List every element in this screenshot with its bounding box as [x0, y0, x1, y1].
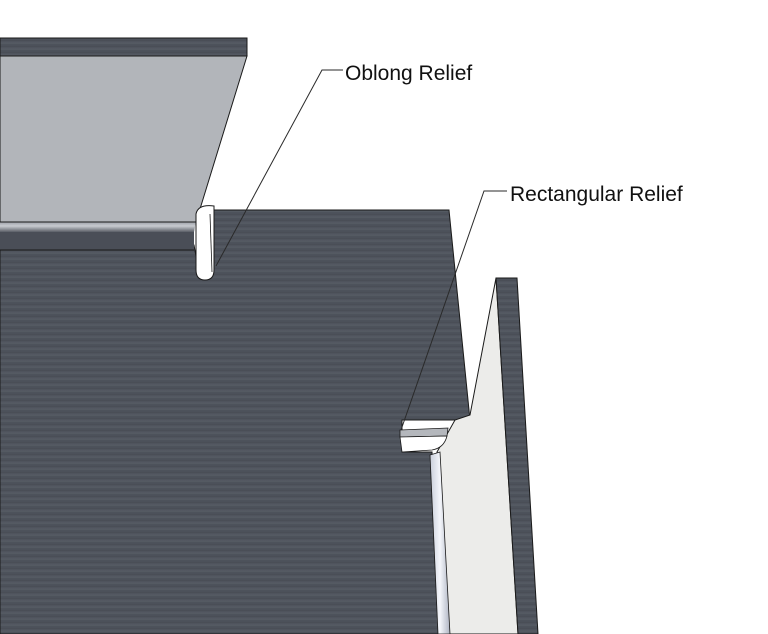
rectangular-relief	[399, 427, 449, 453]
base-plate	[0, 209, 471, 634]
rectangular-relief-label: Rectangular Relief	[510, 183, 683, 206]
oblong-relief	[195, 205, 215, 281]
oblong-relief-label: Oblong Relief	[345, 62, 473, 85]
leader-oblong	[215, 69, 343, 267]
leader-rectangular	[400, 190, 507, 431]
right-flange	[429, 277, 539, 634]
top-flange	[0, 37, 248, 251]
